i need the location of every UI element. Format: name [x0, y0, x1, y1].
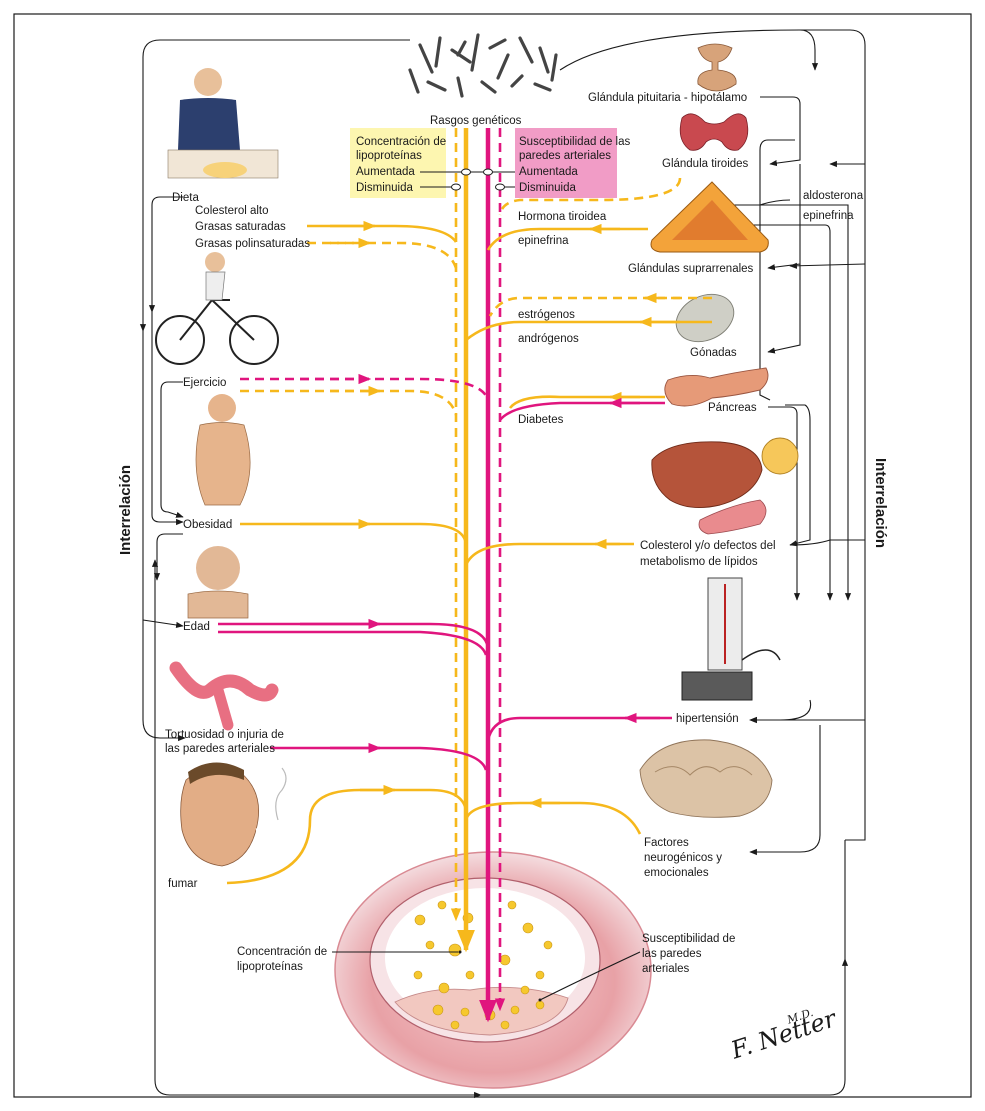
adrenals-label: Glándulas suprarrenales: [628, 263, 754, 275]
legend-arterial-walls: Susceptibilidad de las paredes arteriale…: [482, 128, 630, 198]
artery-lipoprotein-label-2: lipoproteínas: [237, 961, 303, 973]
legend-walls-title-2: paredes arteriales: [519, 150, 611, 162]
saturated-fats-label: Grasas saturadas: [195, 221, 286, 233]
aldosterone-label: aldosterona: [803, 190, 864, 202]
pituitary-label: Glándula pituitaria - hipotálamo: [588, 92, 747, 104]
tortuosity-label-1: Tortuosidad o injuria de: [165, 729, 284, 741]
smoking-label: fumar: [168, 878, 198, 890]
elderly-man-illustration: [188, 546, 248, 618]
artery-walls-label-2: las paredes: [642, 948, 702, 960]
polyunsaturated-fats-label: Grasas polinsaturadas: [195, 238, 310, 250]
right-inputs: [466, 178, 712, 834]
chromosomes-illustration: [410, 35, 556, 96]
artery-walls-label-3: arteriales: [642, 963, 690, 975]
neuro-label-3: emocionales: [644, 867, 709, 879]
tortuous-artery-illustration: [176, 668, 272, 725]
legend-walls-decreased: Disminuida: [519, 182, 576, 194]
artery-lipoprotein-label-1: Concentración de: [237, 946, 327, 958]
age-label: Edad: [183, 621, 210, 633]
sphygmomanometer-illustration: [682, 578, 780, 700]
lipid-defects-label-1: Colesterol y/o defectos del: [640, 540, 776, 552]
liver-illustration: [652, 438, 798, 534]
pancreas-label: Páncreas: [708, 402, 757, 414]
exercise-label: Ejercicio: [183, 377, 226, 389]
thyroid-hormone-label: Hormona tiroidea: [518, 211, 607, 223]
smoker-illustration: [181, 762, 286, 866]
genetic-traits-label: Rasgos genéticos: [430, 115, 522, 127]
diabetes-label: Diabetes: [518, 414, 564, 426]
legend-walls-title-1: Susceptibilidad de las: [519, 136, 630, 148]
neuro-label-1: Factores: [644, 837, 689, 849]
pituitary-illustration: [698, 44, 736, 91]
obesity-label: Obesidad: [183, 519, 232, 531]
legend-lipoprotein-increased: Aumentada: [356, 166, 415, 178]
interrelation-label-left: Interrelación: [117, 465, 134, 555]
neuro-label-2: neurogénicos y: [644, 852, 722, 864]
man-eating-illustration: [168, 68, 278, 178]
thyroid-illustration: [680, 114, 748, 150]
legend-lipoprotein-decreased: Disminuida: [356, 182, 413, 194]
interrelation-label-right: Interrelación: [872, 458, 889, 548]
epinephrine-label: epinefrina: [518, 235, 569, 247]
legend-lipoprotein-title-2: lipoproteínas: [356, 150, 422, 162]
legend-lipoprotein-title-1: Concentración de: [356, 136, 446, 148]
estrogens-label: estrógenos: [518, 309, 575, 321]
cyclist-illustration: [156, 252, 278, 364]
tortuosity-label-2: las paredes arteriales: [165, 743, 275, 755]
gonad-illustration: [669, 285, 742, 350]
pancreas-illustration: [665, 368, 768, 406]
left-inputs: [218, 226, 488, 883]
obese-man-illustration: [196, 394, 250, 505]
diet-label: Dieta: [172, 192, 199, 204]
high-cholesterol-label: Colesterol alto: [195, 205, 269, 217]
lipid-defects-label-2: metabolismo de lípidos: [640, 556, 758, 568]
brain-illustration: [640, 740, 772, 817]
epinephrine-side-label: epinefrina: [803, 210, 854, 222]
gonads-label: Gónadas: [690, 347, 737, 359]
legend-walls-increased: Aumentada: [519, 166, 578, 178]
artery-cross-section: [335, 852, 651, 1088]
artist-signature: F. Netter M.D.: [727, 1004, 841, 1065]
thyroid-label: Glándula tiroides: [662, 158, 749, 170]
signature-name: F. Netter: [727, 1004, 841, 1065]
artery-walls-label-1: Susceptibilidad de: [642, 933, 735, 945]
hypertension-label: hipertensión: [676, 713, 739, 725]
androgens-label: andrógenos: [518, 333, 579, 345]
